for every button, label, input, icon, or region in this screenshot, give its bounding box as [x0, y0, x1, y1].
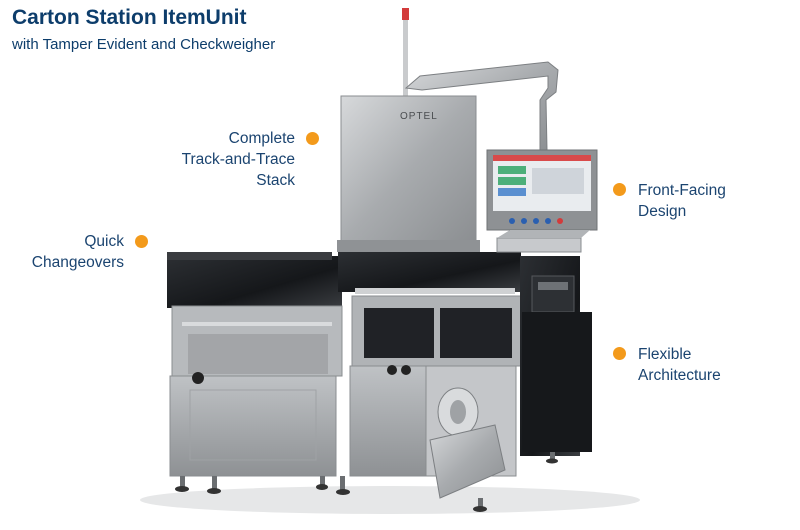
callout-line: Quick — [84, 233, 124, 250]
callout-line: Front-Facing — [638, 182, 726, 199]
left-knob — [192, 372, 204, 384]
callout-line: Design — [638, 203, 687, 220]
callout-dot — [135, 235, 148, 248]
callout-dot — [613, 347, 626, 360]
callout-front-facing: Front-Facing Design — [638, 180, 726, 222]
reject-door — [429, 424, 506, 499]
left-module-top — [167, 256, 342, 308]
page-title: Carton Station ItemUnit — [12, 6, 247, 29]
hood-base — [337, 240, 480, 252]
center-window-left — [364, 308, 434, 358]
callout-line: Architecture — [638, 367, 721, 384]
callout-line: Track-and-Trace — [181, 151, 295, 168]
center-cabinet — [349, 365, 427, 477]
callout-dot — [613, 183, 626, 196]
callout-line: Flexible — [638, 346, 692, 363]
right-cabinet-door — [522, 312, 592, 452]
callout-dot — [306, 132, 319, 145]
callout-quick-changeovers: Quick Changeovers — [20, 231, 124, 273]
left-cabinet — [169, 375, 337, 477]
center-handle — [355, 288, 515, 294]
stack-light-pole — [403, 20, 408, 96]
brand-label: OPTEL — [400, 111, 438, 122]
left-handle — [182, 322, 332, 326]
page-subtitle: with Tamper Evident and Checkweigher — [12, 36, 276, 53]
stack-light-red — [402, 8, 409, 20]
floor-shadow — [140, 486, 640, 514]
callout-line: Complete — [228, 130, 295, 147]
callout-line: Changeovers — [31, 254, 124, 271]
callout-line: Stack — [256, 172, 295, 189]
callout-track-and-trace: Complete Track-and-Trace Stack — [160, 128, 295, 191]
callout-flexible-architecture: Flexible Architecture — [638, 344, 721, 386]
hmi-keyboard — [496, 237, 582, 253]
printer-unit — [531, 275, 575, 313]
center-window-right — [440, 308, 512, 358]
center-module-top — [338, 252, 521, 292]
